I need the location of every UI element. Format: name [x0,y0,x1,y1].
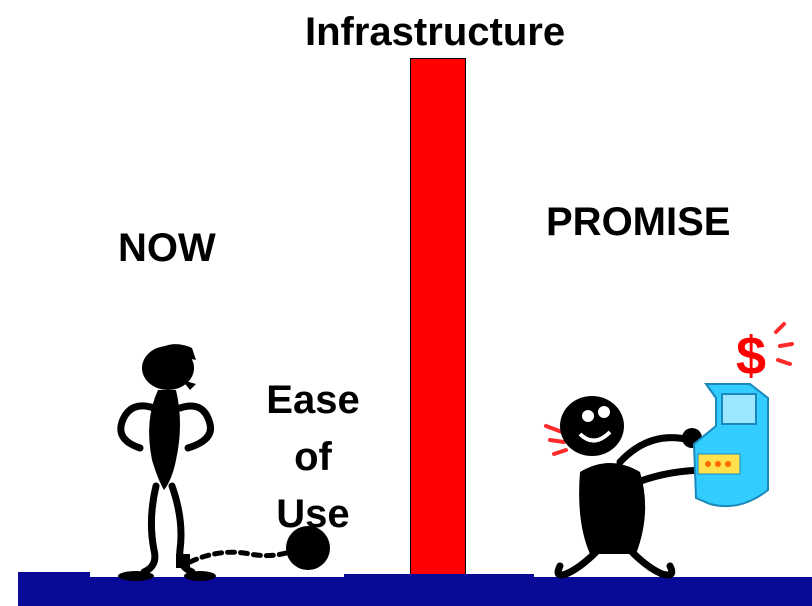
chained-stick-figure-icon [117,344,330,581]
infrastructure-pillar [410,58,466,578]
infrastructure-title: Infrastructure [305,10,566,54]
ease-of-use-line-1: Ease [266,378,360,422]
happy-gambler-icon: $ [544,322,794,579]
ease-of-use-line-2: of [294,435,332,479]
ease-of-use-label: Ease of Use [250,372,376,543]
promise-label: PROMISE [546,200,731,244]
dollar-sign-icon: $ [736,326,766,386]
ground-step-middle [344,574,534,582]
now-label: NOW [118,226,216,270]
ground-step-left [18,572,90,582]
